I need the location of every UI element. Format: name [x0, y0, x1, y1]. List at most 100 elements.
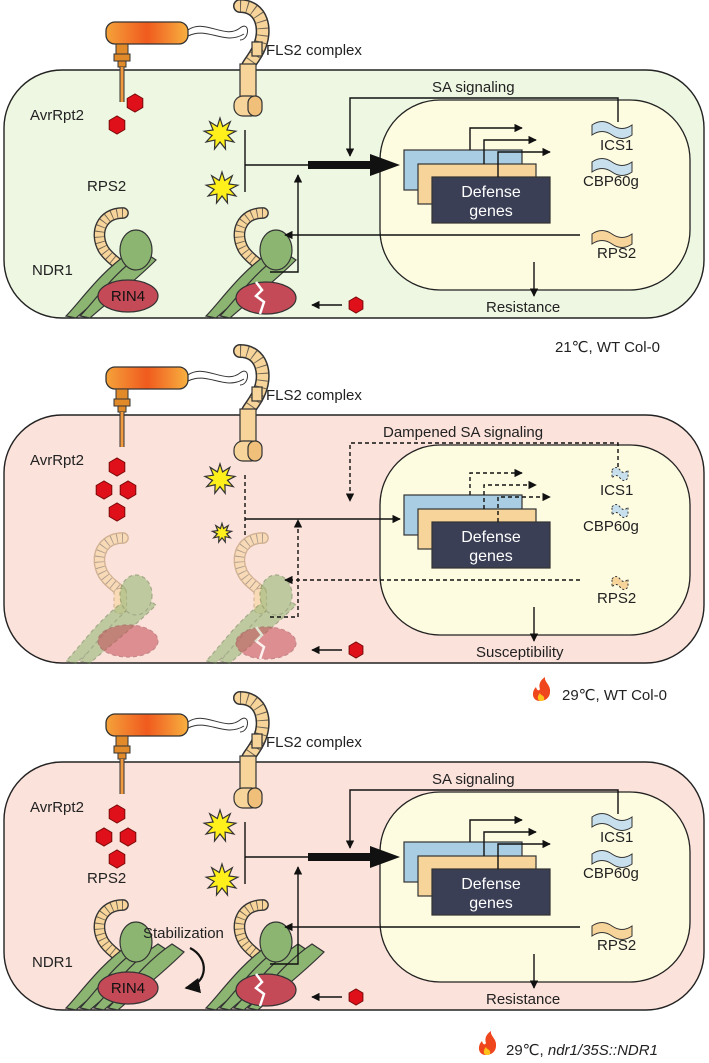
outcome-label: Susceptibility	[476, 644, 564, 661]
secretion-system	[113, 398, 131, 407]
avrrpt2-effector-hexagon	[348, 296, 364, 314]
flagellin-icon	[187, 370, 248, 386]
bacterium-body	[105, 713, 189, 737]
cbp60g-transcript-label: CBP60g	[583, 518, 639, 535]
heat-flame-icon	[483, 1047, 491, 1055]
avrrpt2-effector-hexagon	[108, 849, 126, 869]
rin4-protein	[235, 281, 297, 315]
bik1-kinase	[247, 787, 263, 809]
rin4-protein: RIN4	[97, 279, 159, 313]
eti-signaling-arrow	[270, 866, 303, 965]
secretion-system	[113, 745, 131, 754]
condition-label-2: 29℃, WT Col-0	[562, 687, 667, 704]
mrna-transcript-icon	[591, 813, 633, 831]
bik1-kinase	[247, 95, 263, 117]
panel-3: FLS2 complexDefensegenesICS1CBP60gRPS2SA…	[3, 691, 705, 1011]
heat-flame-icon	[537, 693, 545, 701]
sa-feedback-arrow	[345, 442, 619, 502]
avrrpt2-label: AvrRpt2	[30, 452, 84, 469]
rps2-transcript-label: RPS2	[597, 590, 636, 607]
condition-label-1: 21℃, WT Col-0	[555, 339, 660, 356]
fls2-stem	[239, 63, 257, 101]
ics1-transcript-label: ICS1	[600, 829, 633, 846]
defense-genes-box	[431, 868, 551, 916]
rps2-transcript-label: RPS2	[597, 245, 636, 262]
mrna-transcript-icon	[611, 576, 629, 590]
cleavage-mark	[254, 626, 266, 660]
defense-genes-box	[431, 176, 551, 224]
sa-feedback-arrow	[345, 789, 619, 849]
sa-signaling-label: SA signaling	[432, 79, 515, 96]
secretion-system	[115, 43, 129, 55]
receptor-stripes	[94, 533, 125, 596]
eti-signaling-arrow	[270, 519, 303, 618]
ics1-transcript-label: ICS1	[600, 137, 633, 154]
defense-genes-label: genes	[469, 895, 513, 912]
defense-genes-label: genes	[469, 203, 513, 220]
avrrpt2-effector-hexagon	[108, 115, 126, 135]
transcription-arrow	[497, 147, 551, 177]
condition-temperature: 29℃,	[506, 1042, 548, 1059]
defense-genes-label: Defense	[461, 876, 521, 893]
flagellin-icon	[187, 377, 245, 384]
ndr1-label: NDR1	[32, 954, 73, 971]
defense-genes-label: Defense	[461, 529, 521, 546]
avrrpt2-effector-hexagon	[95, 827, 113, 847]
ndr1-head	[119, 574, 153, 616]
avrrpt2-effector-hexagon	[108, 502, 126, 522]
cleavage-mark	[254, 973, 266, 1007]
rin4-body	[235, 973, 297, 1007]
condition-genotype: ndr1/35S::NDR1	[548, 1042, 658, 1059]
bacterium-body	[105, 366, 189, 390]
mrna-transcript-icon	[591, 158, 633, 176]
ndr1-head	[259, 229, 293, 271]
flagellin-icon	[187, 717, 248, 733]
rin4-body	[235, 626, 297, 660]
transcription-arrow	[483, 480, 537, 509]
immune-burst-icon	[203, 461, 237, 496]
flagellin-icon	[187, 724, 245, 731]
mrna-transcript-icon	[591, 230, 633, 248]
rin4-body	[97, 624, 159, 658]
cbp60g-transcript-label: CBP60g	[583, 865, 639, 882]
outcome-label: Resistance	[486, 299, 560, 316]
transcription-arrow	[469, 123, 523, 150]
avrrpt2-effector-hexagon	[126, 93, 144, 113]
cbp60g-transcript-label: CBP60g	[583, 173, 639, 190]
secretion-system	[117, 752, 127, 760]
secretion-system	[117, 405, 127, 413]
immune-burst-icon	[204, 862, 240, 897]
rin4-label: RIN4	[111, 288, 145, 305]
rin4-body	[235, 281, 297, 315]
immune-burst-icon	[202, 116, 238, 151]
heat-flame-icon	[478, 1031, 497, 1055]
immune-burst-icon	[202, 808, 238, 843]
secretion-system	[115, 388, 129, 400]
defense-genes-label: genes	[469, 548, 513, 565]
fls2-stem	[239, 408, 257, 446]
mrna-transcript-icon	[591, 850, 633, 868]
ics1-transcript-label: ICS1	[600, 482, 633, 499]
ndr1-helix	[64, 596, 143, 664]
immune-burst-icon	[210, 521, 234, 544]
mrna-transcript-icon	[611, 467, 629, 481]
mrna-transcript-icon	[591, 121, 633, 139]
avrrpt2-effector-hexagon	[119, 480, 137, 500]
ndr1-head	[119, 229, 153, 271]
rps2-receptor-label: RPS2	[87, 178, 126, 195]
fls2-stem	[239, 755, 257, 793]
defense-genes-box	[431, 521, 551, 569]
bik1-kinase	[247, 440, 263, 462]
flagellin-icon	[187, 25, 248, 41]
transcription-arrow	[469, 815, 523, 842]
rin4-label: RIN4	[111, 980, 145, 997]
eti-signaling-arrow	[270, 174, 303, 273]
defense-genes-label: Defense	[461, 184, 521, 201]
outcome-label: Resistance	[486, 991, 560, 1008]
bak1-coreceptor	[251, 386, 263, 402]
transcription-arrow	[469, 468, 523, 495]
rin4-body	[97, 279, 159, 313]
ndr1-head	[259, 921, 293, 963]
secretion-system	[117, 60, 127, 68]
